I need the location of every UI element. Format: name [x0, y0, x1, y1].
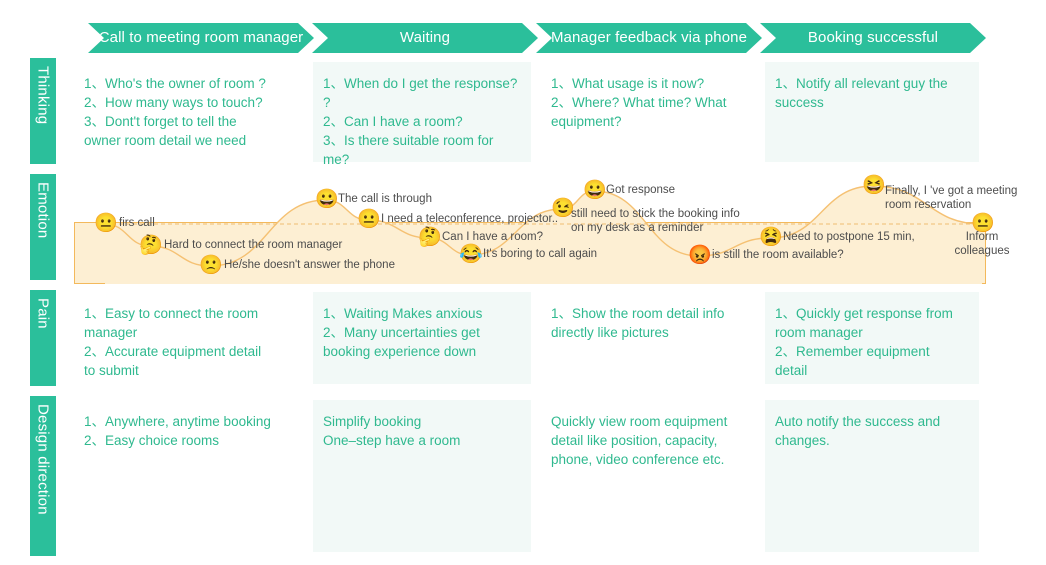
row-label-pain: Pain — [30, 290, 56, 386]
cell-design-stage4: Auto notify the success and changes. — [765, 400, 979, 552]
row-label-thinking: Thinking — [30, 58, 56, 164]
cell-pain-stage1: 1、Easy to connect the room manager 2、Acc… — [84, 306, 262, 378]
stage-header-3-label: Manager feedback via phone — [550, 29, 748, 46]
stage-header-1[interactable]: Call to meeting room manager — [88, 23, 314, 53]
emotion-label-got-response: Got response — [606, 184, 676, 196]
stage-header-2[interactable]: Waiting — [312, 23, 538, 53]
cell-thinking-stage4: 1、Notify all relevant guy the success — [765, 62, 979, 162]
cell-pain-stage2: 1、Waiting Makes anxious 2、Many uncertain… — [313, 292, 531, 384]
cell-thinking-stage3: 1、What usage is it now? 2、Where? What ti… — [551, 76, 727, 129]
row-label-design-direction: Design direction — [30, 396, 56, 556]
cell-pain-stage3: 1、Show the room detail info directly lik… — [551, 306, 725, 340]
emotion-label-call-is-through: The call is through — [338, 193, 432, 205]
stage-header-4[interactable]: Booking successful — [760, 23, 986, 53]
stage-header-4-label: Booking successful — [807, 29, 939, 46]
winking-face-emoji: 😉 — [551, 198, 575, 219]
row-label-emotion-text: Emotion — [34, 182, 52, 239]
cell-thinking-stage2: 1、When do I get the response? ? 2、Can I … — [313, 62, 531, 167]
stage-header-3[interactable]: Manager feedback via phone — [536, 23, 762, 53]
row-label-pain-text: Pain — [34, 298, 52, 329]
cell-design-stage2: Simplify booking One–step have a room — [313, 400, 531, 552]
row-label-thinking-text: Thinking — [34, 66, 52, 125]
cell-design-stage3: Quickly view room equipment detail like … — [551, 414, 728, 467]
grinning-face-emoji: 😀 — [583, 180, 607, 201]
stage-header-2-label: Waiting — [399, 29, 451, 46]
emotion-band — [74, 222, 986, 284]
cell-thinking-stage1: 1、Who's the owner of room ? 2、How many w… — [84, 76, 266, 148]
row-label-emotion: Emotion — [30, 174, 56, 280]
row-label-design-direction-text: Design direction — [34, 404, 52, 515]
cell-pain-stage4: 1、Quickly get response from room manager… — [765, 292, 979, 384]
cell-design-stage1: 1、Anywhere, anytime booking 2、Easy choic… — [84, 414, 271, 448]
grinning-face-emoji: 😀 — [315, 189, 339, 210]
stage-header-1-label: Call to meeting room manager — [98, 29, 304, 46]
laughing-face-emoji: 😆 — [862, 175, 886, 196]
emotion-label-got-reservation: Finally, I 've got a meeting room reserv… — [885, 185, 1018, 211]
